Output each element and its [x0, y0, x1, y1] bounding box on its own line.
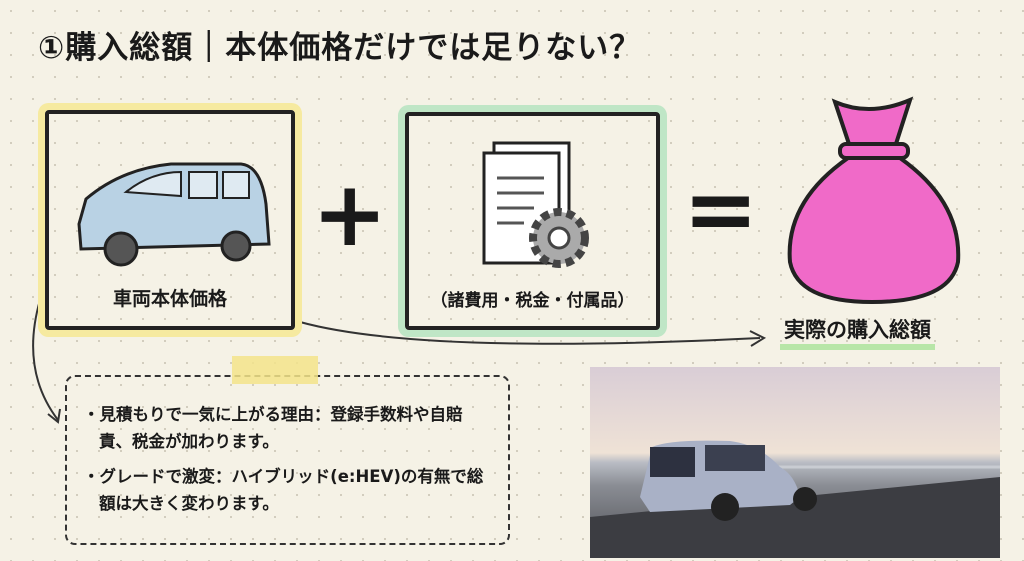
- minivan-on-bridge-photo: [590, 367, 1000, 558]
- tape-decoration: [232, 356, 318, 384]
- equals-sign: =: [683, 157, 759, 262]
- vehicle-price-label: 車両本体価格: [112, 288, 227, 310]
- plus-sign: +: [312, 162, 388, 267]
- extra-costs-box: （諸費用・税金・付属品）: [405, 112, 660, 330]
- notes-box: ・見積もりで一気に上がる理由：登録手数料や自賠責、税金が加わります。 ・グレード…: [65, 375, 510, 545]
- note-item: ・見積もりで一気に上がる理由：登録手数料や自賠責、税金が加わります。: [83, 405, 463, 451]
- page-title: ①購入総額｜本体価格だけでは足りない？: [38, 30, 642, 66]
- minivan-icon: [77, 162, 271, 267]
- money-bag-icon: [787, 96, 961, 305]
- total-price-label: 実際の購入総額: [780, 314, 935, 350]
- document-gear-icon: [482, 141, 589, 268]
- vehicle-price-box: 車両本体価格: [45, 110, 295, 330]
- extra-costs-label: （諸費用・税金・付属品）: [430, 291, 635, 311]
- note-item: ・グレードで激変：ハイブリッド(e:HEV)の有無で総額は大きく変わります。: [83, 467, 484, 513]
